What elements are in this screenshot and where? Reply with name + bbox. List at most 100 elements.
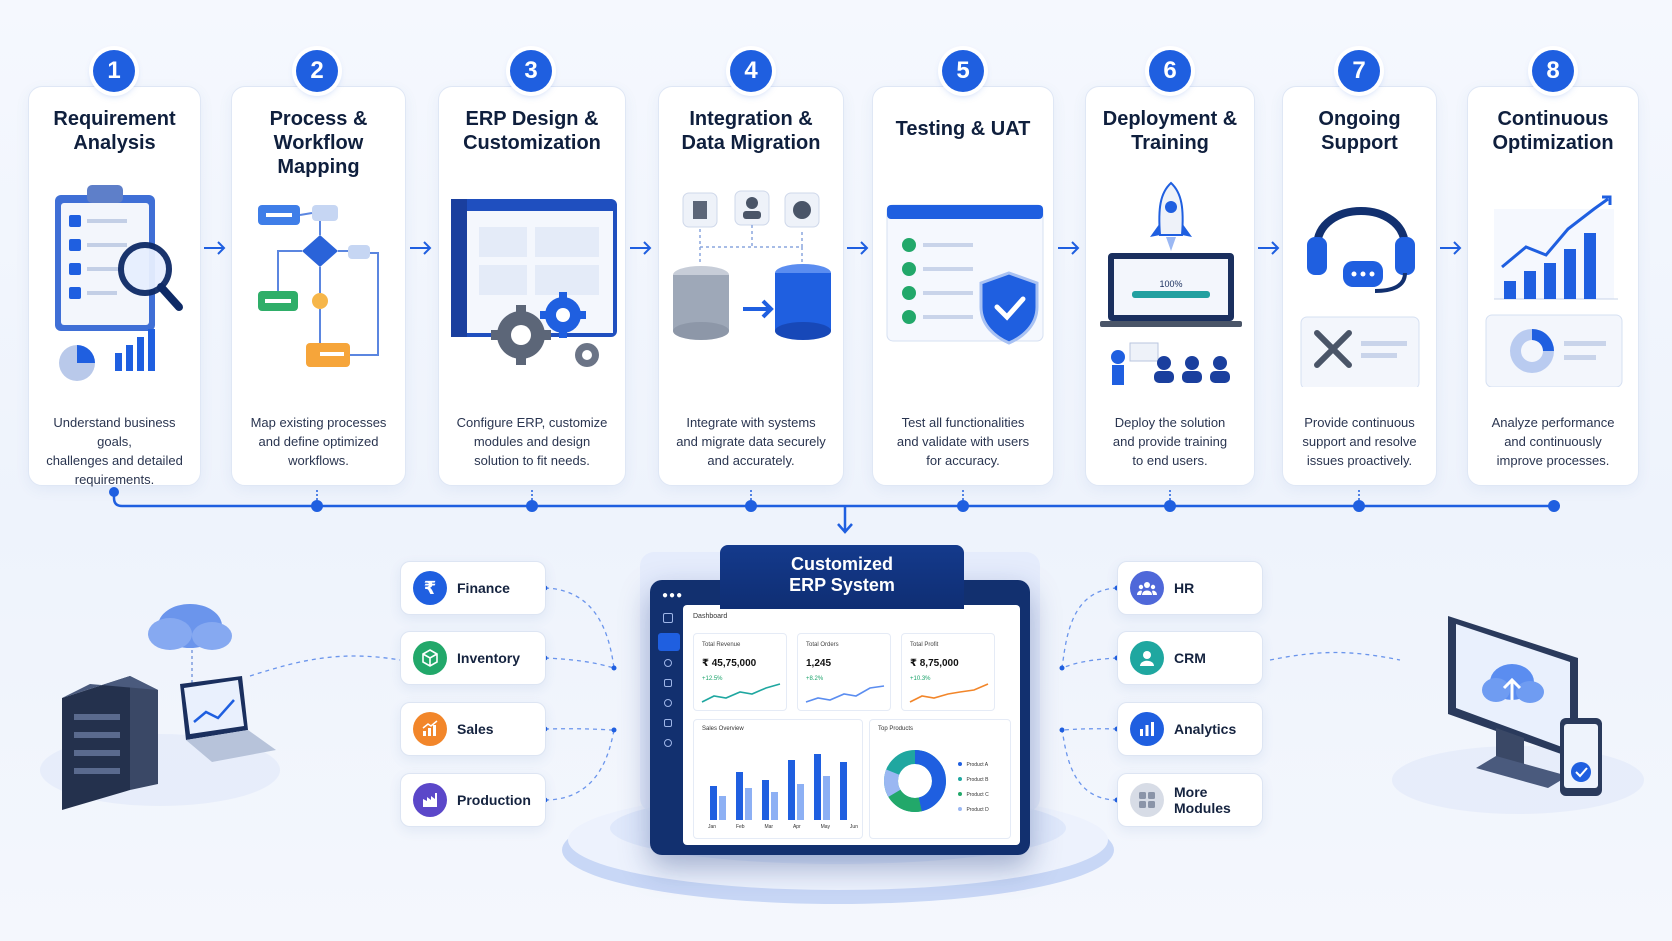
- step-card-2: Process & Workflow Mapping Map existing …: [231, 86, 406, 486]
- legend-item: Product B: [958, 771, 989, 786]
- kpi-card-revenue: Total Revenue ₹ 45,75,000 +12.5%: [693, 633, 787, 711]
- legend-label: Product D: [966, 807, 989, 813]
- arrow-right-icon: [1058, 241, 1080, 255]
- kpi-value: ₹ 45,75,000: [702, 658, 757, 669]
- step-description: Map existing processes and define optimi…: [250, 415, 387, 468]
- testing-shield-icon: [886, 204, 1044, 345]
- sidebar-item-icon[interactable]: [664, 699, 672, 707]
- module-finance[interactable]: ₹ Finance: [400, 561, 546, 615]
- month-axis: Jan Feb Mar Apr May Jun: [708, 824, 858, 830]
- sidebar-item-icon[interactable]: [664, 679, 672, 687]
- clipboard-checklist-icon: [55, 185, 183, 381]
- step-title: Continuous Optimization: [1492, 108, 1614, 154]
- dashboard-sidebar: [658, 605, 680, 845]
- step-title: Ongoing Support: [1318, 108, 1401, 154]
- data-migration-icon: [673, 190, 831, 340]
- module-sales[interactable]: Sales: [400, 702, 546, 756]
- legend-item: Product D: [958, 801, 989, 816]
- step-card-3: ERP Design & Customization Configure ERP…: [438, 86, 626, 486]
- headset-support-icon: [1300, 207, 1420, 387]
- step-card-1: Requirement Analysis Understand business…: [28, 86, 201, 487]
- kpi-label: Total Revenue: [702, 642, 741, 648]
- monitor-cloud-upload-illustration: [1392, 616, 1644, 814]
- step-card-5: Testing & UAT Test all functionalities a…: [872, 86, 1054, 486]
- sidebar-active-item[interactable]: [658, 633, 680, 651]
- step-description: Understand business goals, challenges an…: [46, 415, 183, 487]
- step-number-badge-2: 2: [296, 50, 338, 92]
- legend-swatch: [958, 792, 962, 796]
- module-label: Sales: [457, 721, 494, 737]
- module-label: HR: [1174, 580, 1195, 596]
- step-number-badge-8: 8: [1532, 50, 1574, 92]
- sidebar-settings-icon[interactable]: [664, 739, 672, 747]
- legend-swatch: [958, 807, 962, 811]
- module-analytics[interactable]: Analytics: [1117, 702, 1263, 756]
- sidebar-item-icon[interactable]: [664, 659, 672, 667]
- kpi-change: +10.3%: [910, 676, 931, 682]
- legend-swatch: [958, 777, 962, 781]
- kpi-sparkline: [909, 683, 989, 703]
- step-number-badge-6: 6: [1149, 50, 1191, 92]
- top-products-panel: Top Products Product A Product B Product…: [869, 719, 1011, 839]
- step-title: Process & Workflow Mapping: [269, 108, 368, 178]
- connector-timeline: [109, 487, 1560, 534]
- module-more[interactable]: More Modules: [1117, 773, 1263, 827]
- step-card-8: Continuous Optimization Analyze performa…: [1467, 86, 1639, 486]
- sales-overview-panel: Sales Overview Jan Feb Mar Apr May Jun: [693, 719, 863, 839]
- users-icon: [1130, 571, 1164, 605]
- step-card-6: Deployment & Training 100% Deploy the so…: [1085, 86, 1255, 486]
- arrow-right-icon: [1258, 241, 1280, 255]
- sidebar-item-icon[interactable]: [664, 719, 672, 727]
- step-title: Testing & UAT: [895, 118, 1031, 140]
- step-description: Configure ERP, customize modules and des…: [456, 415, 608, 468]
- erp-window-gears-icon: [451, 199, 617, 367]
- step-number-badge-5: 5: [942, 50, 984, 92]
- kpi-label: Total Orders: [806, 642, 839, 648]
- products-donut-chart: [884, 750, 946, 812]
- kpi-sparkline: [805, 685, 885, 703]
- optimization-chart-icon: [1485, 195, 1623, 387]
- box-icon: [413, 641, 447, 675]
- step-number-badge-3: 3: [510, 50, 552, 92]
- module-inventory[interactable]: Inventory: [400, 631, 546, 685]
- chart-up-icon: [413, 712, 447, 746]
- module-crm[interactable]: CRM: [1117, 631, 1263, 685]
- module-label: Finance: [457, 580, 510, 596]
- kpi-change: +8.2%: [806, 676, 824, 682]
- module-label: Production: [457, 792, 531, 808]
- legend-swatch: [958, 762, 962, 766]
- month-label: Feb: [735, 824, 745, 830]
- kpi-value: 1,245: [806, 658, 832, 669]
- step-card-4: Integration & Data Migration Integrate w…: [658, 86, 844, 486]
- kpi-card-orders: Total Orders 1,245 +8.2%: [797, 633, 891, 711]
- step-title: Requirement Analysis: [53, 108, 176, 154]
- month-label: May: [820, 824, 831, 830]
- rocket-laptop-icon: [1100, 181, 1242, 385]
- products-legend: Product A Product B Product C Product D: [958, 756, 989, 816]
- module-label: More Modules: [1174, 784, 1231, 816]
- legend-label: Product B: [966, 777, 989, 783]
- arrow-right-icon: [410, 241, 432, 255]
- sales-overview-title: Sales Overview: [702, 726, 744, 732]
- sales-bar-chart: [710, 754, 847, 820]
- module-label: CRM: [1174, 650, 1206, 666]
- legend-item: Product C: [958, 786, 989, 801]
- module-production[interactable]: Production: [400, 773, 546, 827]
- step-title: ERP Design & Customization: [463, 108, 601, 154]
- dashboard-screen: Dashboard Total Revenue ₹ 45,75,000 +12.…: [683, 605, 1020, 845]
- step-card-7: Ongoing Support Provide continuous suppo…: [1282, 86, 1437, 486]
- arrow-right-icon: [630, 241, 652, 255]
- arrow-right-icon: [1440, 241, 1462, 255]
- user-icon: [1130, 641, 1164, 675]
- kpi-label: Total Profit: [910, 642, 939, 648]
- step-number-badge-4: 4: [730, 50, 772, 92]
- step-description: Provide continuous support and resolve i…: [1302, 415, 1417, 468]
- kpi-card-profit: Total Profit ₹ 8,75,000 +10.3%: [901, 633, 995, 711]
- workflow-diagram-icon: [258, 205, 379, 367]
- module-hr[interactable]: HR: [1117, 561, 1263, 615]
- legend-item: Product A: [958, 756, 989, 771]
- step-number-badge-1: 1: [93, 50, 135, 92]
- sidebar-home-icon[interactable]: [663, 613, 673, 623]
- month-label: Jun: [849, 824, 858, 830]
- month-label: Jan: [708, 824, 717, 830]
